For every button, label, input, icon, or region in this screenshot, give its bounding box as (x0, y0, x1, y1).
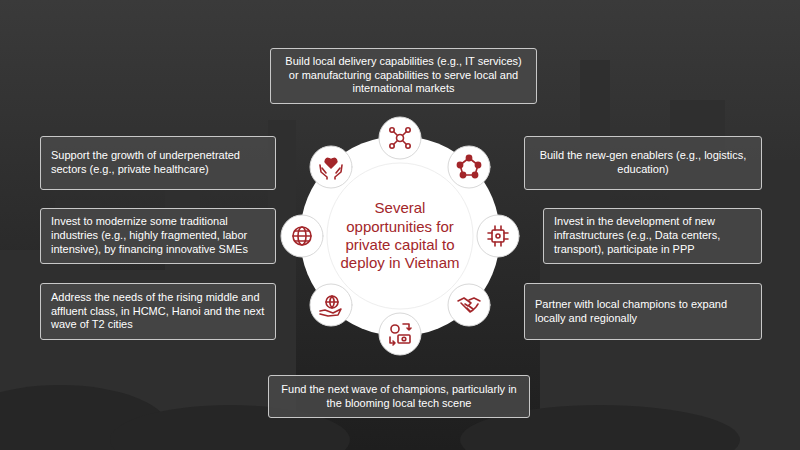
nodes-icon (448, 146, 490, 188)
network-icon (379, 117, 421, 159)
globe-icon (281, 215, 323, 257)
hub-disc (300, 136, 500, 336)
box-text: Invest in the development of new infrast… (554, 215, 751, 257)
opportunity-box: Address the needs of the rising middle a… (40, 283, 276, 340)
skyline (0, 60, 800, 450)
box-text: Address the needs of the rising middle a… (51, 291, 265, 333)
hub-circle-shape (327, 163, 473, 309)
box-text: Invest to modernize some traditional ind… (51, 215, 265, 257)
hub-title: Several opportunities for private capita… (333, 199, 467, 272)
box-text: Fund the next wave of champions, particu… (279, 383, 519, 411)
opportunity-box: Support the growth of underpenetrated se… (40, 136, 276, 190)
opportunity-box: Build local delivery capabilities (e.g.,… (270, 48, 537, 104)
opportunity-box: Invest in the development of new infrast… (543, 208, 762, 264)
money-exchange-icon (379, 313, 421, 355)
box-text: Support the growth of underpenetrated se… (51, 149, 265, 177)
box-text: Build the new-gen enablers (e.g., logist… (535, 149, 751, 177)
chip-icon (477, 215, 519, 257)
heart-hands-icon (310, 146, 352, 188)
hub-circle: Several opportunities for private capita… (326, 162, 474, 310)
globe-hand-icon (310, 284, 352, 326)
box-text: Partner with local champions to expand l… (535, 298, 751, 326)
opportunity-box: Build the new-gen enablers (e.g., logist… (524, 136, 762, 190)
opportunity-box: Invest to modernize some traditional ind… (40, 208, 276, 264)
opportunity-box: Partner with local champions to expand l… (524, 283, 762, 340)
opportunity-box: Fund the next wave of champions, particu… (268, 375, 530, 418)
box-text: Build local delivery capabilities (e.g.,… (281, 55, 526, 97)
handshake-icon (448, 284, 490, 326)
